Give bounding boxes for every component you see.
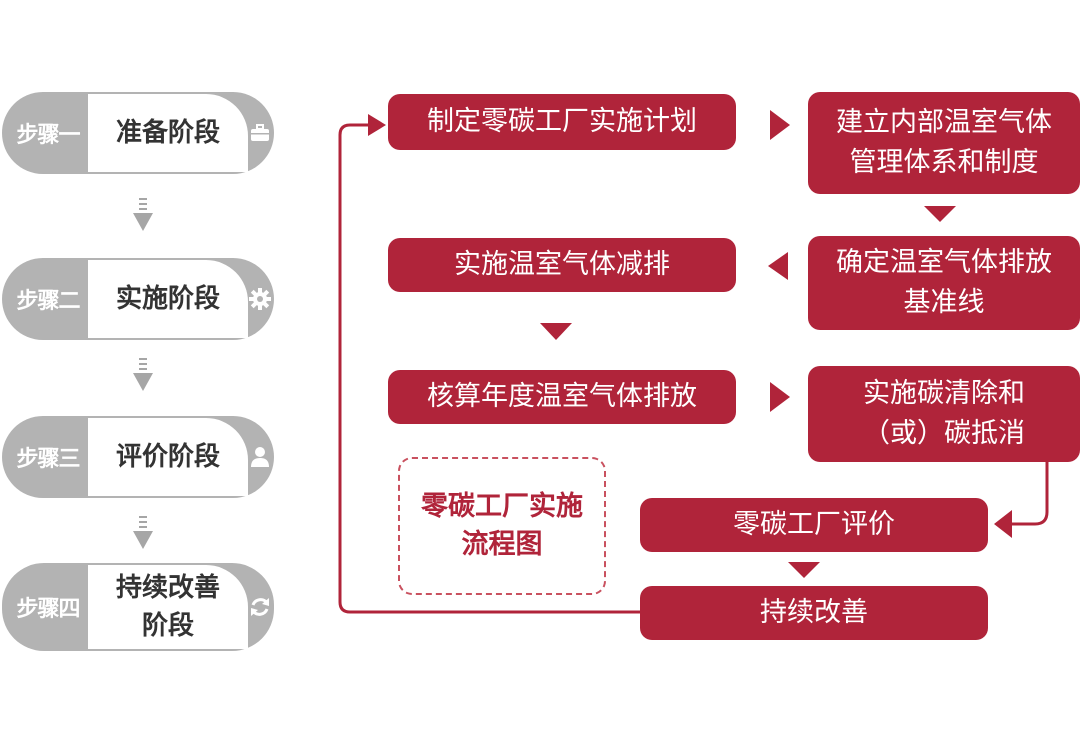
step-3: 步骤三 评价阶段 [2, 416, 280, 498]
flow-box-reduce: 实施温室气体减排 [388, 238, 736, 292]
flow-box-offset: 实施碳清除和 （或）碳抵消 [808, 366, 1080, 462]
step-stage: 持续改善 阶段 [88, 565, 248, 649]
flow-box-evaluate: 零碳工厂评价 [640, 498, 988, 552]
step-2: 步骤二 实施阶段 [2, 258, 280, 340]
step-4: 步骤四 持续改善 阶段 [2, 563, 280, 651]
flow-box-account: 核算年度温室气体排放 [388, 370, 736, 424]
tri-down-1 [924, 206, 956, 222]
person-icon [251, 447, 269, 467]
step-label: 步骤一 [16, 123, 80, 148]
step-1: 步骤一 准备阶段 [2, 92, 280, 174]
offset-to-evaluate-line [1010, 462, 1049, 526]
diagram-caption: 零碳工厂实施 流程图 [398, 457, 606, 595]
gear-icon [249, 288, 271, 310]
flow-box-baseline: 确定温室气体排放 基准线 [808, 236, 1080, 330]
loop-back-line [338, 123, 640, 614]
step-arrow-1 [133, 198, 153, 231]
tri-down-2 [540, 323, 572, 340]
refresh-icon [251, 598, 269, 616]
flow-box-system: 建立内部温室气体 管理体系和制度 [808, 92, 1080, 194]
step-label: 步骤三 [16, 447, 80, 472]
step-label: 步骤二 [16, 289, 80, 314]
step-label: 步骤四 [16, 597, 80, 622]
step-stage: 准备阶段 [88, 94, 248, 172]
step-stage: 实施阶段 [88, 260, 248, 338]
loop-back-arrowhead [368, 114, 386, 136]
flow-box-improve: 持续改善 [640, 586, 988, 640]
flow-box-plan: 制定零碳工厂实施计划 [388, 94, 736, 150]
tri-left-1 [768, 252, 788, 280]
offset-to-evaluate-arrowhead [994, 510, 1012, 538]
step-stage: 评价阶段 [88, 418, 248, 496]
briefcase-icon [251, 124, 269, 141]
step-arrow-2 [133, 358, 153, 391]
tri-right-2 [770, 382, 790, 412]
step-arrow-3 [133, 516, 153, 549]
tri-right-1 [770, 110, 790, 140]
tri-down-3 [788, 562, 820, 578]
